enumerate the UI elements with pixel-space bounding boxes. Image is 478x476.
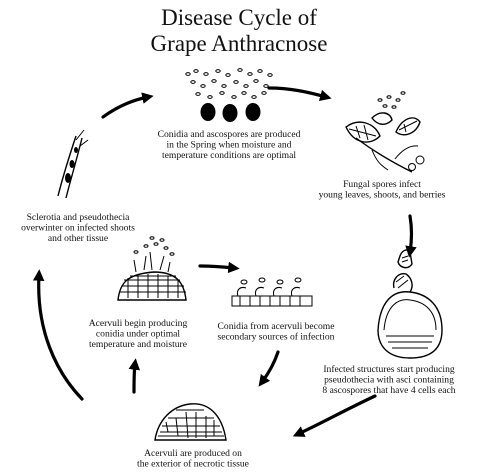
necrotic-tissue-acervulus-illustration <box>154 403 227 441</box>
caption-line: overwinter on infected shoots <box>21 223 135 234</box>
caption-line: secondary sources of infection <box>218 332 335 343</box>
caption-line: temperature conditions are optimal <box>162 150 296 161</box>
arrow-conidia-to-spores-infect <box>267 86 332 102</box>
caption-line: in the Spring when moisture and <box>167 140 292 151</box>
arrow-spores-infect-to-pseudothecia <box>405 214 417 258</box>
arrow-secondary-to-acervuli <box>258 350 280 387</box>
caption-line: Sclerotia and pseudothecia <box>27 212 131 223</box>
caption-line: young leaves, shoots, and berries <box>319 190 446 201</box>
arrow-acervuli-to-acervuli-conidia <box>128 358 141 394</box>
infected-shoot-illustration <box>57 129 89 199</box>
pseudothecium-illustration <box>377 249 443 359</box>
arrow-sclerotia-to-conidia <box>101 92 154 119</box>
diagram-title-line2: Grape Anthracnose <box>151 31 328 56</box>
conidia-on-tissue-illustration <box>231 277 313 307</box>
diagram-title-line1: Disease Cycle of <box>161 5 317 30</box>
caption-line: Infected structures start producing <box>323 364 455 375</box>
caption-line: Conidia from acervuli become <box>218 321 335 332</box>
infected-leaves-shoot-illustration <box>345 91 425 173</box>
cycle-arrows <box>32 86 417 437</box>
arrow-acervuli-to-sclerotia <box>32 269 84 401</box>
arrow-pseudothecia-to-acervuli <box>292 394 377 437</box>
caption-line: conidia under optimal <box>96 329 181 340</box>
caption-line: pseudothecia with asci containing <box>324 375 454 386</box>
caption-line: Fungal spores infect <box>343 179 421 190</box>
spores-and-sclerotia-illustration <box>185 68 273 122</box>
caption-line: temperature and moisture <box>89 339 187 350</box>
acervulus-producing-conidia-illustration <box>117 236 187 301</box>
caption-line: the exterior of necrotic tissue <box>137 459 249 470</box>
caption-line: Acervuli are produced on <box>144 448 242 459</box>
caption-line: Acervuli begin producing <box>89 318 188 329</box>
arrow-acervuli-conidia-to-secondary <box>198 261 240 274</box>
caption-line: 8 ascospores that have 4 cells each <box>322 385 455 396</box>
caption-line: Conidia and ascospores are produced <box>158 129 301 140</box>
caption-line: and other tissue <box>48 233 108 244</box>
